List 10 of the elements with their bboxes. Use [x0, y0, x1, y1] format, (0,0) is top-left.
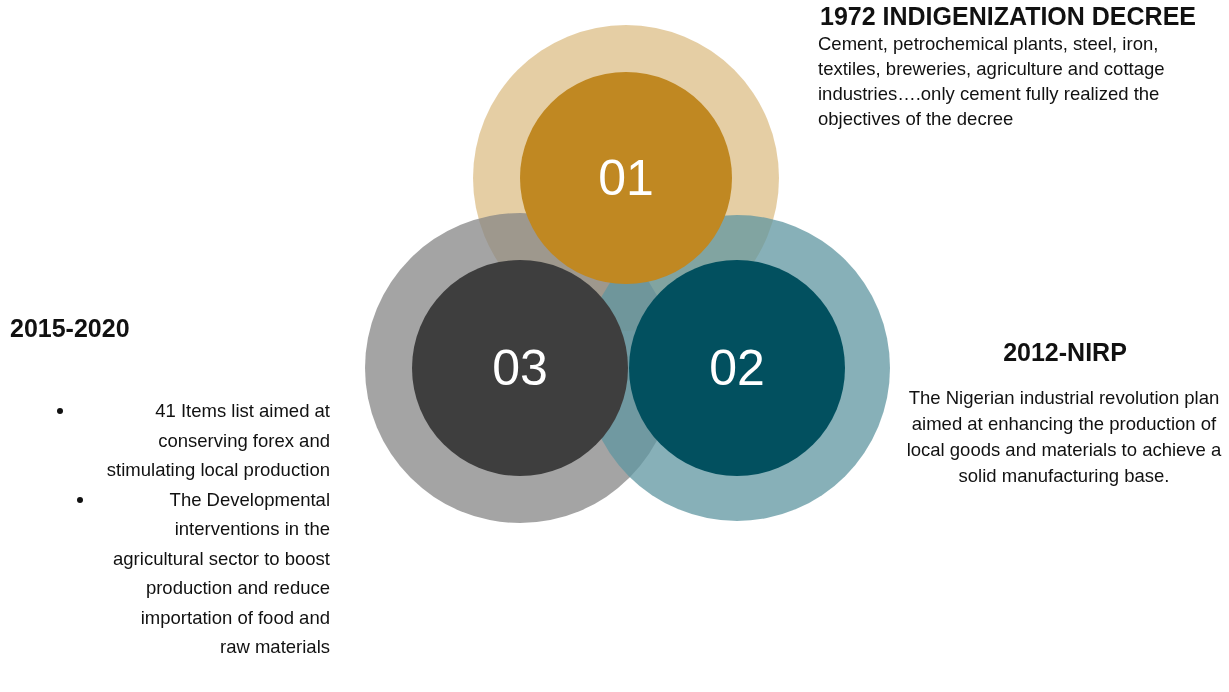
description-text: Cement, petrochemical plants, steel, iron, textiles, breweries, agriculture and cottage industries….only cement fully realized the objectives of the decree [818, 32, 1166, 131]
bullet-text: 41 Items list aimed at conserving forex and stimulating local production [105, 399, 330, 482]
circle-number: 01 [598, 149, 654, 207]
description-text: The Nigerian industrial revolution plan aimed at enhancing the production of local goods and materials to achieve a solid manufacturing base. [905, 386, 1223, 488]
circle-number: 02 [709, 339, 765, 397]
section-heading: 2012-NIRP [1002, 338, 1128, 367]
section-heading: 1972 INDIGENIZATION DECREE [820, 2, 1196, 31]
bullet-text: The Developmental interventions in the agricultural sector to boost production and reduce importation of food and raw materials [112, 487, 330, 659]
section-heading: 2015-2020 [10, 314, 130, 343]
circle-number: 03 [492, 339, 548, 397]
